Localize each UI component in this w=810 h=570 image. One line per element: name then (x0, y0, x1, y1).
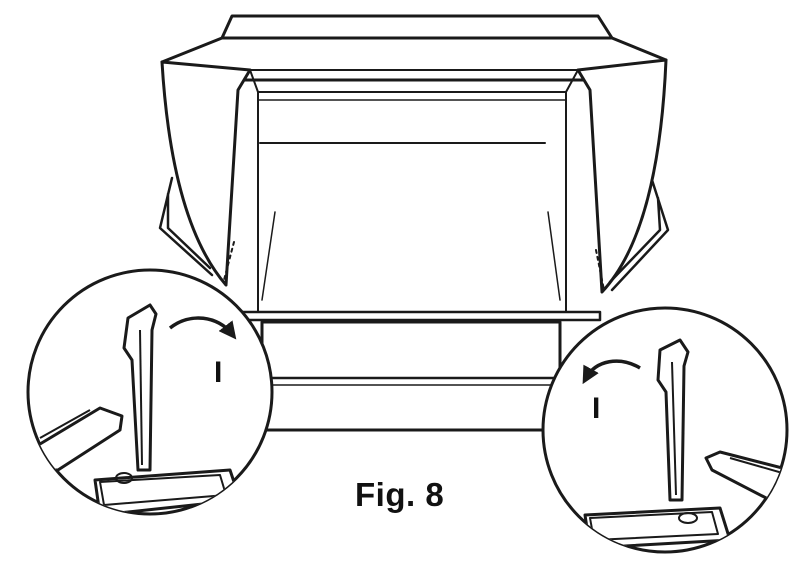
rotation-marker-left: I (214, 356, 222, 389)
detail-callout-right: I (541, 306, 789, 554)
top-rim (220, 14, 614, 40)
right-outer-wing (608, 178, 670, 292)
left-side-flap (160, 60, 252, 287)
right-side-flap (576, 58, 668, 294)
figure-caption: Fig. 8 (355, 476, 445, 513)
rotation-marker-right: I (592, 392, 600, 425)
cabinet-illustration (158, 14, 670, 432)
left-outer-wing (158, 176, 214, 277)
rotation-arrow-left (168, 316, 237, 340)
rotation-arrow-right (582, 359, 641, 385)
front-panel-upper (230, 310, 602, 322)
front-panel (260, 320, 562, 432)
detail-callout-left: I (26, 268, 274, 516)
